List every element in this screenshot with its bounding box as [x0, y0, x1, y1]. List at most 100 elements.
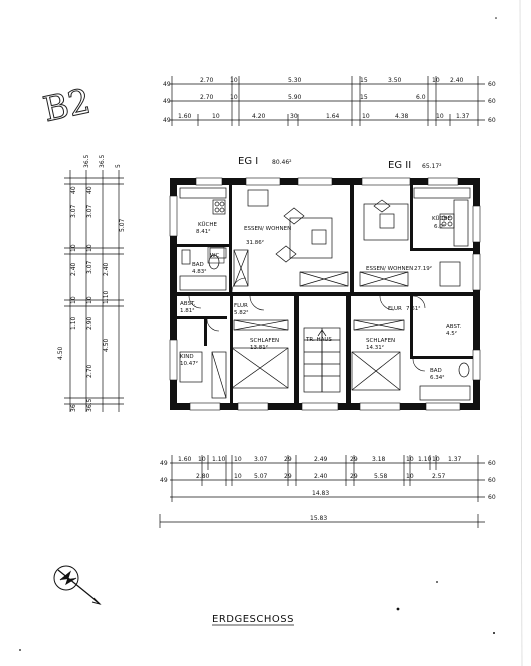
dim-label: 1.37: [456, 113, 470, 120]
dim-label: 2.90: [86, 316, 93, 330]
dim-label: 49: [160, 477, 168, 484]
room-name: SCHLAFEN: [366, 338, 395, 344]
dim-label: 1.10: [70, 316, 77, 330]
room-name: SCHLAFEN: [250, 338, 279, 344]
dim-label: 14.83: [312, 490, 329, 497]
room-name: FLUR: [388, 306, 402, 312]
room-area: 14.31²: [366, 344, 384, 351]
dim-label: 10: [432, 77, 440, 84]
dim-label: 1.10: [418, 456, 432, 463]
top-dimension-chains: [170, 76, 485, 126]
room-name: KIND: [180, 354, 194, 360]
bath-fixtures-2: [419, 362, 471, 401]
dim-label: 29: [350, 456, 358, 463]
living-furniture-2: [359, 199, 461, 287]
dim-label: 2.49: [314, 456, 328, 463]
room-area: 5.82²: [234, 309, 248, 316]
dim-label: 10: [70, 244, 77, 252]
staircase: [303, 327, 341, 393]
north-arrow-icon: [53, 565, 102, 605]
left-dimension-chains: [64, 170, 124, 412]
room-area: 8.41²: [196, 228, 210, 235]
room-name: FLUR: [234, 303, 248, 309]
dim-label: 36.5: [99, 154, 106, 168]
dim-label: 15.83: [310, 515, 327, 522]
kitchen-fixtures-2: [413, 187, 471, 247]
dim-label: 10: [86, 244, 93, 252]
bedroom-furniture: [179, 319, 405, 399]
dim-label: 3.50: [388, 77, 402, 84]
dim-label: 10: [432, 456, 440, 463]
dim-label: 3.07: [70, 204, 77, 218]
room-name: KÜCHE: [198, 221, 217, 228]
bath-fixtures-1: [179, 247, 227, 291]
dim-label: 60: [488, 81, 496, 88]
dim-label: 5.90: [288, 94, 302, 101]
dim-label: 3.07: [254, 456, 268, 463]
dim-label: 1.10: [103, 290, 110, 304]
dim-label: 4.50: [103, 338, 110, 352]
dim-label: 10: [230, 77, 238, 84]
dim-label: 2.70: [86, 364, 93, 378]
dim-label: 1.60: [178, 456, 192, 463]
dim-label: 36.5: [86, 398, 93, 412]
dim-label: 1.10: [212, 456, 226, 463]
dim-label: 2.40: [103, 262, 110, 276]
dim-label: 2.70: [200, 77, 214, 84]
dim-label: 60: [488, 494, 496, 501]
room-area: 6.0²: [434, 223, 445, 230]
dim-label: 1.37: [448, 456, 462, 463]
dim-label: 36: [70, 404, 77, 412]
dim-label: 5.07: [254, 473, 268, 480]
dim-label: 10: [234, 473, 242, 480]
dim-label: 10: [230, 94, 238, 101]
dim-label: 2.40: [70, 262, 77, 276]
dim-label: 5.07: [119, 218, 126, 232]
room-area: 31.86²: [246, 239, 264, 246]
dim-label: 1.60: [178, 113, 192, 120]
room-area: 4.5²: [446, 330, 457, 337]
dim-label: 10: [212, 113, 220, 120]
dim-label: 49: [163, 81, 171, 88]
room-area: 13.81²: [250, 344, 268, 351]
dim-label: 3.07: [86, 260, 93, 274]
room-area: 10.47²: [180, 360, 198, 367]
dim-label: 4.20: [252, 113, 266, 120]
room-name: WC: [210, 253, 219, 259]
dim-label: 60: [488, 460, 496, 467]
unit-1-name: EG I: [238, 156, 258, 167]
living-furniture-1: [233, 189, 349, 287]
room-labels: KÜCHE 8.41² ESSEN/ WOHNEN 31.86² BAD 4.8…: [180, 215, 462, 381]
room-name: ABST.: [446, 324, 462, 330]
unit-2-area: 65.17²: [422, 163, 442, 170]
dim-label: 2.57: [432, 473, 446, 480]
room-name: ABST.: [180, 301, 196, 307]
dim-label: 10: [406, 456, 414, 463]
dim-label: 10: [234, 456, 242, 463]
interior-walls: [177, 185, 473, 403]
unit-1-area: 80.46²: [272, 159, 292, 166]
dim-label: 10: [436, 113, 444, 120]
dim-label: 40: [86, 186, 93, 194]
dim-label: 10: [198, 456, 206, 463]
dim-label: 29: [284, 473, 292, 480]
dim-label: 60: [488, 117, 496, 124]
dim-label: 10: [406, 473, 414, 480]
room-name: BAD: [430, 368, 442, 374]
dim-label: 3.18: [372, 456, 386, 463]
door-swings: [188, 277, 426, 372]
dim-label: 5: [115, 164, 122, 168]
dim-label: 49: [163, 98, 171, 105]
room-area: 27.19²: [414, 265, 432, 272]
drawing-title: ERDGESCHOSS: [212, 614, 294, 625]
dim-label: 10: [362, 113, 370, 120]
top-dimension-labels: 49 49 49 2.70 10 5.30 15 3.50 10 2.40 2.…: [163, 77, 496, 124]
dim-label: 4.50: [57, 346, 64, 360]
unit-2-name: EG II: [388, 160, 411, 171]
building-plan: KÜCHE 8.41² ESSEN/ WOHNEN 31.86² BAD 4.8…: [169, 177, 481, 411]
dim-label: 5.58: [374, 473, 388, 480]
dim-label: 29: [350, 473, 358, 480]
kitchen-fixtures-1: [179, 187, 227, 215]
room-area: 6.34²: [430, 374, 444, 381]
